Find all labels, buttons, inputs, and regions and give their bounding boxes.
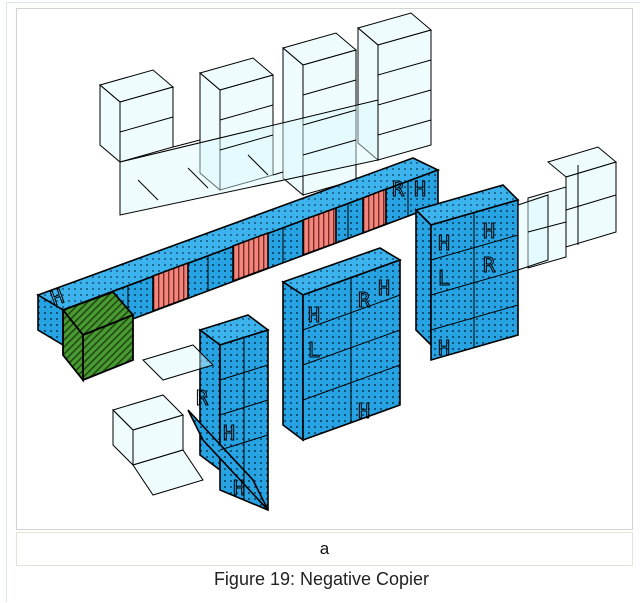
subcaption: a [319, 539, 330, 558]
svg-text:R: R [392, 177, 405, 201]
column-right-tall: H H L R H [414, 184, 520, 362]
svg-text:H: H [378, 276, 390, 300]
column-front: H H R [187, 314, 270, 512]
svg-text:R: R [358, 288, 371, 312]
svg-text:L: L [308, 338, 320, 362]
svg-text:H: H [438, 336, 450, 360]
figure-frame [6, 2, 640, 602]
svg-text:R: R [196, 386, 209, 410]
subcaption-box: a [16, 532, 633, 566]
svg-text:H: H [438, 231, 450, 255]
svg-text:H: H [308, 303, 320, 327]
ghost-structure-top [98, 12, 433, 216]
svg-text:H: H [223, 421, 235, 445]
svg-text:L: L [438, 266, 450, 290]
svg-text:H: H [414, 177, 426, 201]
ghost-structure-right [517, 146, 618, 271]
svg-text:H: H [233, 476, 245, 500]
horizontal-beam: H R H [36, 157, 441, 383]
ghost-structure-bottom-left [112, 344, 214, 496]
svg-text:R: R [483, 253, 496, 277]
column-middle: H R L H H [281, 247, 402, 442]
figure-caption: Figure 19: Negative Copier [213, 569, 430, 589]
svg-text:H: H [483, 219, 495, 243]
negative-copier-illustration: H R H H H L R H H R L H H [36, 12, 618, 512]
svg-text:H: H [358, 399, 370, 423]
